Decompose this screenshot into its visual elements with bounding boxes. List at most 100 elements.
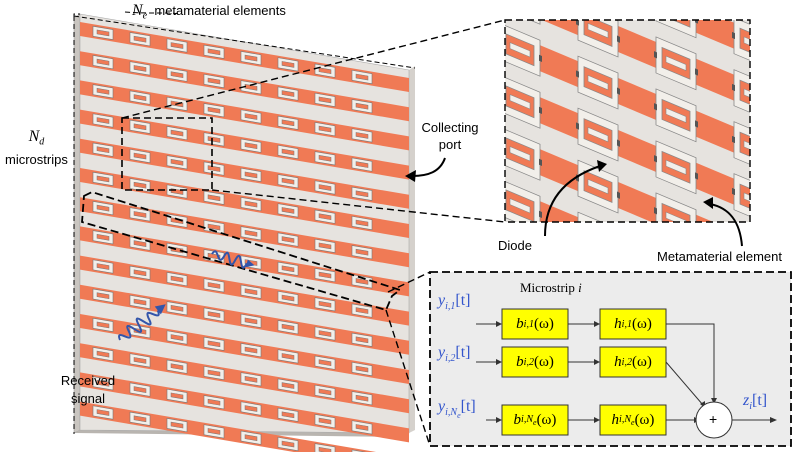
collecting-port-line1: Collecting (421, 120, 479, 135)
inset-metamaterial-element (732, 173, 776, 222)
inset-metamaterial-element (654, 140, 698, 195)
zoom-inset-border (504, 19, 751, 223)
metamaterial-element (92, 259, 114, 274)
metamaterial-element (129, 148, 151, 164)
received-signal-line2: signal (71, 391, 105, 406)
inset-metamaterial-element (654, 88, 698, 143)
inset-metamaterial-element (577, 211, 620, 251)
nd-label: Nd microstrips (5, 128, 68, 168)
metamaterial-element (129, 119, 151, 134)
metamaterial-element (203, 365, 225, 381)
received-signal-label: Received signal (56, 372, 120, 408)
diode (539, 158, 542, 167)
metamaterial-element (351, 332, 373, 347)
zoom-line-bottom (211, 189, 506, 223)
collecting-port-arrow (411, 157, 446, 177)
metamaterial-element (277, 436, 299, 452)
input-y2: yi,2[t] (438, 344, 471, 365)
metamaterial-element (166, 67, 188, 82)
metamaterial-element (203, 44, 225, 59)
diode (695, 68, 698, 76)
diode (773, 153, 776, 160)
metamaterial-element (203, 103, 225, 118)
diode (539, 263, 542, 270)
metamaterial-element (129, 265, 151, 280)
nd-subscript: d (39, 136, 45, 148)
zoom-source-box (121, 117, 213, 191)
ne-leader-line (124, 11, 181, 15)
filter-b1-block (501, 308, 569, 340)
diode (773, 49, 776, 56)
diode (654, 155, 657, 163)
metamaterial-element (314, 122, 336, 137)
metamaterial-element (240, 197, 262, 212)
diode-label: Diode (498, 238, 532, 253)
diode (773, 101, 776, 108)
diode (539, 106, 542, 115)
ne-symbol: N (132, 2, 143, 19)
inset-metamaterial-element (576, 20, 620, 58)
output-z: zi[t] (743, 392, 768, 413)
metamaterial-element (351, 99, 373, 114)
metamaterial-element (203, 336, 225, 351)
filter-h1-block (599, 308, 667, 340)
metamaterial-element (240, 401, 262, 416)
metamaterial-element (351, 69, 373, 85)
metamaterial-element (240, 51, 262, 66)
filter-b2-block (501, 346, 569, 378)
metamaterial-element (277, 261, 299, 276)
inset-metamaterial-element (732, 20, 776, 72)
received-signal-wave (118, 304, 166, 341)
inset-metamaterial-element (654, 36, 698, 91)
diode (773, 205, 776, 212)
diode (498, 142, 501, 149)
metamaterial-element (129, 353, 151, 368)
inset-metamaterial-element (576, 107, 620, 162)
metamaterial-element (314, 268, 336, 283)
diode (617, 87, 620, 95)
diode (539, 210, 542, 219)
adder-circle (695, 401, 733, 439)
metamaterial-element (92, 55, 114, 70)
diode (498, 38, 501, 45)
metamaterial-element (277, 290, 299, 306)
metamaterial-element (277, 115, 299, 130)
metamaterial-element (240, 343, 262, 358)
diode (654, 51, 657, 59)
metamaterial-element (240, 313, 262, 328)
diode (617, 244, 620, 251)
received-signal-line1: Received (60, 373, 116, 388)
metamaterial-element (166, 38, 188, 53)
microstrip (80, 401, 377, 452)
metamaterial-element (166, 301, 188, 316)
diode (539, 3, 542, 10)
inset-metamaterial-element (732, 121, 776, 176)
metamaterial-element (203, 132, 225, 147)
metamaterial-element (314, 209, 336, 224)
metamaterial-element (129, 32, 151, 47)
inset-metamaterial-element (576, 0, 620, 6)
inset-microstrip (665, 20, 750, 56)
metamaterial-element (203, 278, 225, 293)
filter-h2-block (599, 346, 667, 378)
inset-metamaterial-element (732, 69, 776, 124)
metamaterial-element (166, 359, 188, 374)
metamaterial-element (129, 294, 151, 310)
ne-text: metamaterial elements (154, 3, 286, 18)
metamaterial-element (277, 203, 299, 218)
diode-arrow (544, 165, 601, 237)
metamaterial-element (203, 161, 225, 176)
inset-metamaterial-element (576, 55, 620, 110)
inset-metamaterial-element (655, 20, 698, 39)
metamaterial-element (277, 378, 299, 393)
collecting-port-arrowhead (405, 170, 416, 182)
diode-arrowhead (597, 160, 607, 172)
metamaterial-element (166, 272, 188, 287)
microstrip-selection-box (81, 191, 402, 312)
metamaterial-element (203, 395, 225, 410)
metamaterial-element (277, 174, 299, 189)
metamaterial-element (351, 361, 373, 377)
